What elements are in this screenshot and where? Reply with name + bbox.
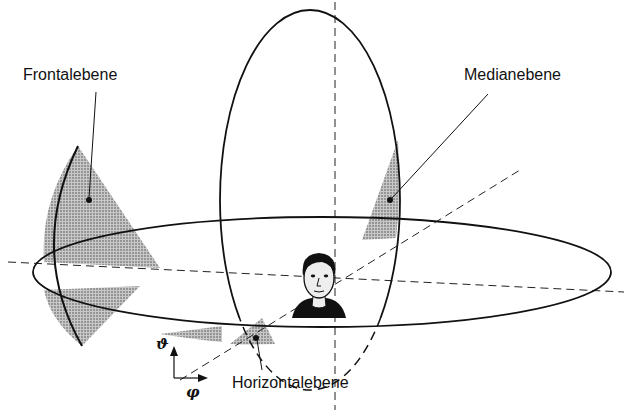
leader-dot xyxy=(387,197,393,203)
leader-line xyxy=(392,94,488,198)
horizontal-shade xyxy=(160,326,222,342)
plane-label: Frontalebene xyxy=(23,66,117,84)
vertical-axis xyxy=(335,2,336,410)
plane-label: Horizontalebene xyxy=(232,374,349,392)
leader-dot xyxy=(86,197,92,203)
plane-label: Medianebene xyxy=(464,66,561,84)
phi-arrowhead xyxy=(198,374,208,382)
angle-symbol: φ xyxy=(186,384,200,401)
horizontal-plane xyxy=(33,217,611,327)
angle-symbol: ϑ xyxy=(156,336,169,353)
frontal-axis xyxy=(180,170,520,380)
phi-arrow xyxy=(174,377,202,378)
leader-line xyxy=(89,92,96,198)
horizontal-shade xyxy=(230,318,275,345)
median-shade xyxy=(362,140,400,240)
leader-dot xyxy=(253,335,259,341)
frontal-shade xyxy=(44,146,160,268)
theta-arrowhead xyxy=(170,346,178,356)
median-plane xyxy=(220,10,400,318)
head-figure xyxy=(292,253,346,318)
leader-line xyxy=(257,340,262,370)
